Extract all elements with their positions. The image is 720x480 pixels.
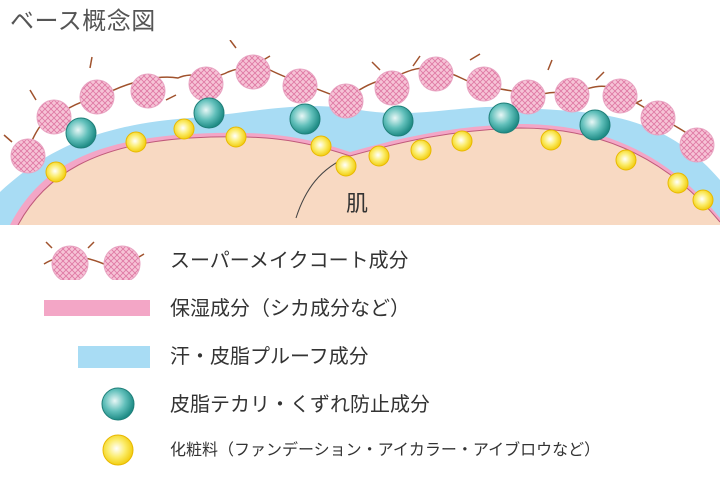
- legend-item-sweat-sebum-proof: 汗・皮脂プルーフ成分: [0, 336, 720, 376]
- makeup-coat-particle: [679, 127, 715, 163]
- legend-label-oil-control: 皮脂テカリ・くずれ防止成分: [170, 392, 430, 416]
- makeup-coat-particle: [602, 78, 638, 114]
- oil-control-particle: [579, 109, 611, 141]
- makeup-coat-particle: [466, 66, 502, 102]
- makeup-coat-particle-icon: [43, 241, 145, 280]
- oil-control-particle: [488, 102, 520, 134]
- legend: スーパーメイクコート成分 保湿成分（シカ成分など） 汗・皮脂プルーフ成分 皮脂テ…: [0, 232, 720, 472]
- base-concept-diagram: [0, 40, 720, 225]
- cosmetic-particle: [225, 126, 247, 148]
- cosmetic-particle: [173, 118, 195, 140]
- oil-control-particles: [65, 97, 611, 149]
- oil-control-particle-icon: [101, 387, 135, 421]
- cosmetic-particle: [451, 130, 473, 152]
- makeup-coat-particle: [130, 73, 166, 109]
- coat-whiskers: [3, 40, 643, 143]
- oil-control-particle: [65, 117, 97, 149]
- cosmetic-particle: [45, 161, 67, 183]
- legend-item-cosmetic: 化粧料（ファンデーション・アイカラー・アイブロウなど）: [0, 430, 720, 470]
- cosmetic-particle: [368, 145, 390, 167]
- makeup-coat-particle: [374, 70, 410, 106]
- makeup-coat-particle: [640, 100, 676, 136]
- legend-label-moisturizing: 保湿成分（シカ成分など）: [170, 296, 410, 320]
- moisturizing-layer-icon: [44, 300, 150, 316]
- skin-label: 肌: [346, 192, 369, 217]
- legend-label-sweat-sebum-proof: 汗・皮脂プルーフ成分: [170, 344, 369, 368]
- legend-item-oil-control: 皮脂テカリ・くずれ防止成分: [0, 384, 720, 424]
- sweat-sebum-proof-layer-icon: [78, 346, 150, 368]
- legend-label-cosmetic: 化粧料（ファンデーション・アイカラー・アイブロウなど）: [170, 440, 601, 459]
- legend-item-makeup-coat: スーパーメイクコート成分: [0, 240, 720, 280]
- makeup-coat-particle: [418, 56, 454, 92]
- makeup-coat-particle: [282, 68, 318, 104]
- cosmetic-particle: [410, 139, 432, 161]
- cosmetic-particle: [335, 155, 357, 177]
- cosmetic-particles: [45, 118, 714, 211]
- makeup-coat-particle: [79, 79, 115, 115]
- makeup-coat-particle: [235, 54, 271, 90]
- legend-item-moisturizing: 保湿成分（シカ成分など）: [0, 288, 720, 328]
- cosmetic-particle: [667, 172, 689, 194]
- oil-control-particle: [193, 97, 225, 129]
- cosmetic-particle: [692, 189, 714, 211]
- makeup-coat-particle: [188, 66, 224, 102]
- cosmetic-particle: [540, 129, 562, 151]
- makeup-coat-particle: [36, 99, 72, 135]
- legend-label-makeup-coat: スーパーメイクコート成分: [170, 248, 409, 272]
- makeup-coat-particle: [328, 83, 364, 119]
- makeup-coat-particle: [554, 77, 590, 113]
- cosmetic-particle: [125, 131, 147, 153]
- oil-control-particle: [289, 103, 321, 135]
- skin-layer: [18, 128, 720, 225]
- cosmetic-particle: [615, 149, 637, 171]
- makeup-coat-particle: [510, 79, 546, 115]
- oil-control-particle: [382, 105, 414, 137]
- cosmetic-particle: [310, 135, 332, 157]
- cosmetic-particle-icon: [102, 434, 134, 466]
- page-title: ベース概念図: [10, 7, 156, 35]
- makeup-coat-particles: [10, 54, 715, 174]
- makeup-coat-particle: [10, 138, 46, 174]
